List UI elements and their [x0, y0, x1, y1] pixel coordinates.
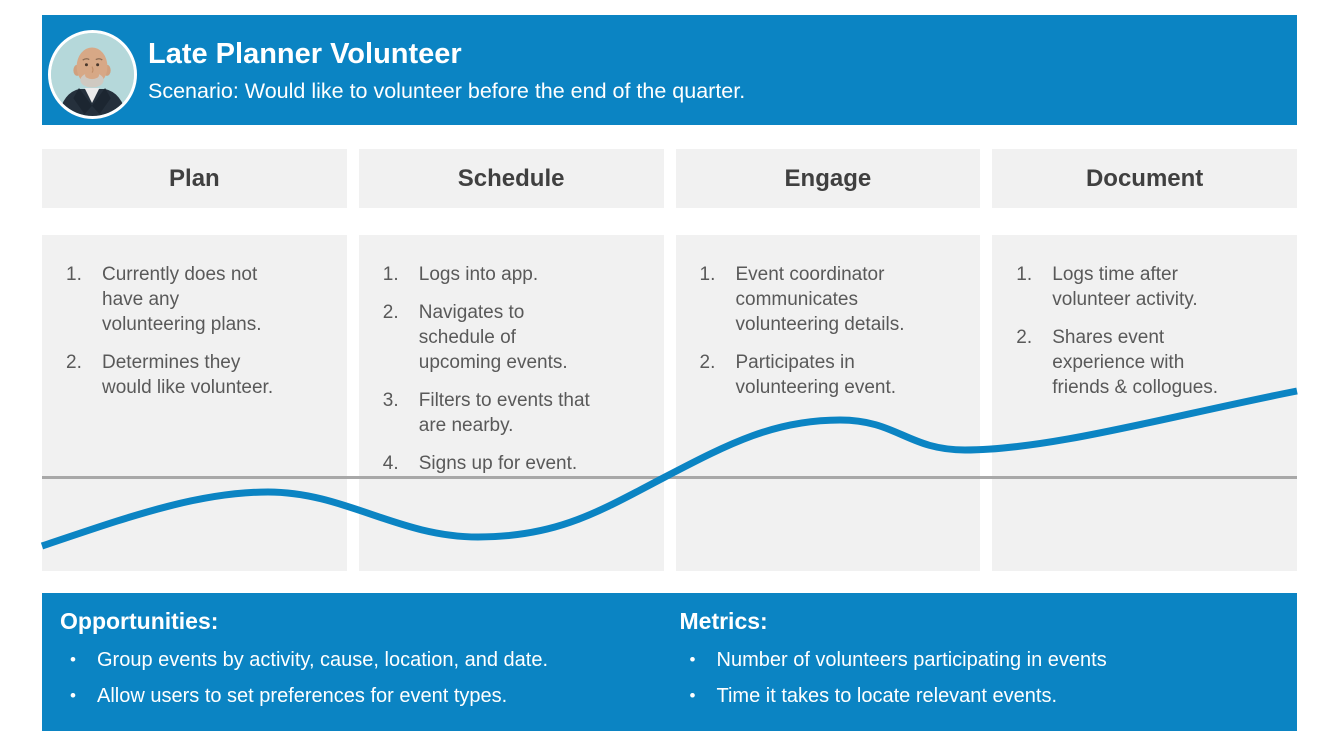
stage-header-plan: Plan [42, 149, 347, 208]
stage-header-engage: Engage [675, 149, 981, 208]
metrics-section: Metrics: • Number of volunteers participa… [670, 593, 1298, 731]
bullet-icon: • [689, 686, 696, 705]
stage-step: 2. Determines they would like volunteer. [66, 350, 287, 400]
stage-bodies: 1. Currently does not have any volunteeri… [42, 235, 1297, 571]
step-text: Determines they would like volunteer. [102, 352, 274, 398]
stage-steps-list: 1. Event coordinator communicates volunte… [700, 262, 921, 400]
stage-body-document: 1. Logs time after volunteer activity. 2. S… [992, 235, 1297, 571]
step-number: 2. [66, 352, 82, 373]
step-number: 1. [1016, 264, 1033, 285]
persona-header-text: Late Planner Volunteer Scenario: Would l… [148, 37, 745, 104]
metrics-item-text: Number of volunteers participating in ev… [716, 649, 1107, 671]
stage-steps-list: 1. Logs into app. 2. Navigates to schedule … [383, 262, 604, 476]
step-text: Navigates to schedule of upcoming events… [418, 302, 568, 373]
stage-step: 3. Filters to events that are nearby. [383, 388, 604, 438]
step-number: 3. [382, 390, 399, 411]
step-text: Logs into app. [418, 264, 539, 285]
stage-steps-list: 1. Currently does not have any volunteeri… [66, 262, 287, 400]
opportunities-item: • Allow users to set preferences for even… [60, 684, 670, 708]
opportunities-heading: Opportunities: [60, 608, 219, 634]
stage-body-schedule: 1. Logs into app. 2. Navigates to schedule … [358, 235, 664, 571]
step-number: 1. [66, 264, 82, 285]
stage-step: 2. Participates in volunteering event. [700, 350, 921, 400]
stage-step: 1. Logs into app. [383, 262, 604, 287]
baseline-divider [42, 476, 1297, 479]
persona-title: Late Planner Volunteer [148, 38, 462, 70]
step-number: 2. [1016, 327, 1033, 348]
metrics-list: • Number of volunteers participating in e… [680, 648, 1298, 708]
metrics-heading: Metrics: [679, 608, 768, 634]
insights-footer: Opportunities: • Group events by activity… [42, 593, 1297, 731]
opportunities-item-text: Group events by activity, cause, locatio… [97, 649, 548, 671]
step-text: Signs up for event. [418, 453, 578, 474]
persona-scenario: Scenario: Would like to volunteer before… [148, 78, 746, 103]
opportunities-item-text: Allow users to set preferences for event… [97, 685, 508, 707]
stage-header-document: Document [992, 149, 1297, 208]
stage-body-engage: 1. Event coordinator communicates volunte… [675, 235, 981, 571]
bullet-icon: • [689, 650, 696, 669]
step-number: 2. [382, 302, 399, 323]
stage-step: 2. Navigates to schedule of upcoming even… [383, 300, 604, 375]
step-number: 1. [382, 264, 399, 285]
opportunities-list: • Group events by activity, cause, locati… [60, 648, 670, 708]
stage-body-plan: 1. Currently does not have any volunteeri… [42, 235, 347, 571]
stage-header-schedule: Schedule [358, 149, 664, 208]
step-text: Event coordinator communicates volunteer… [735, 264, 905, 335]
step-number: 2. [699, 352, 716, 373]
step-text: Logs time after volunteer activity. [1052, 264, 1198, 310]
bullet-icon: • [70, 650, 76, 669]
persona-header: Late Planner Volunteer Scenario: Would l… [42, 15, 1297, 125]
step-text: Participates in volunteering event. [735, 352, 897, 398]
person-portrait-icon [51, 33, 134, 116]
step-text: Filters to events that are nearby. [418, 390, 590, 436]
stage-step: 1. Event coordinator communicates volunte… [700, 262, 921, 337]
stage-step: 4. Signs up for event. [383, 451, 604, 476]
metrics-item: • Number of volunteers participating in e… [680, 648, 1298, 672]
opportunities-item: • Group events by activity, cause, locati… [60, 648, 670, 672]
stage-step: 1. Logs time after volunteer activity. [1016, 262, 1237, 312]
opportunities-section: Opportunities: • Group events by activity… [42, 593, 670, 731]
step-number: 1. [699, 264, 716, 285]
metrics-item-text: Time it takes to locate relevant events. [716, 685, 1058, 707]
bullet-icon: • [70, 686, 76, 705]
metrics-item: • Time it takes to locate relevant events… [680, 684, 1298, 708]
stage-step: 1. Currently does not have any volunteeri… [66, 262, 287, 337]
step-number: 4. [382, 453, 399, 474]
stage-steps-list: 1. Logs time after volunteer activity. 2. S… [1016, 262, 1237, 400]
avatar [48, 30, 137, 119]
step-text: Shares event experience with friends & c… [1052, 327, 1219, 398]
step-text: Currently does not have any volunteering… [102, 264, 262, 335]
stage-step: 2. Shares event experience with friends &… [1016, 325, 1237, 400]
